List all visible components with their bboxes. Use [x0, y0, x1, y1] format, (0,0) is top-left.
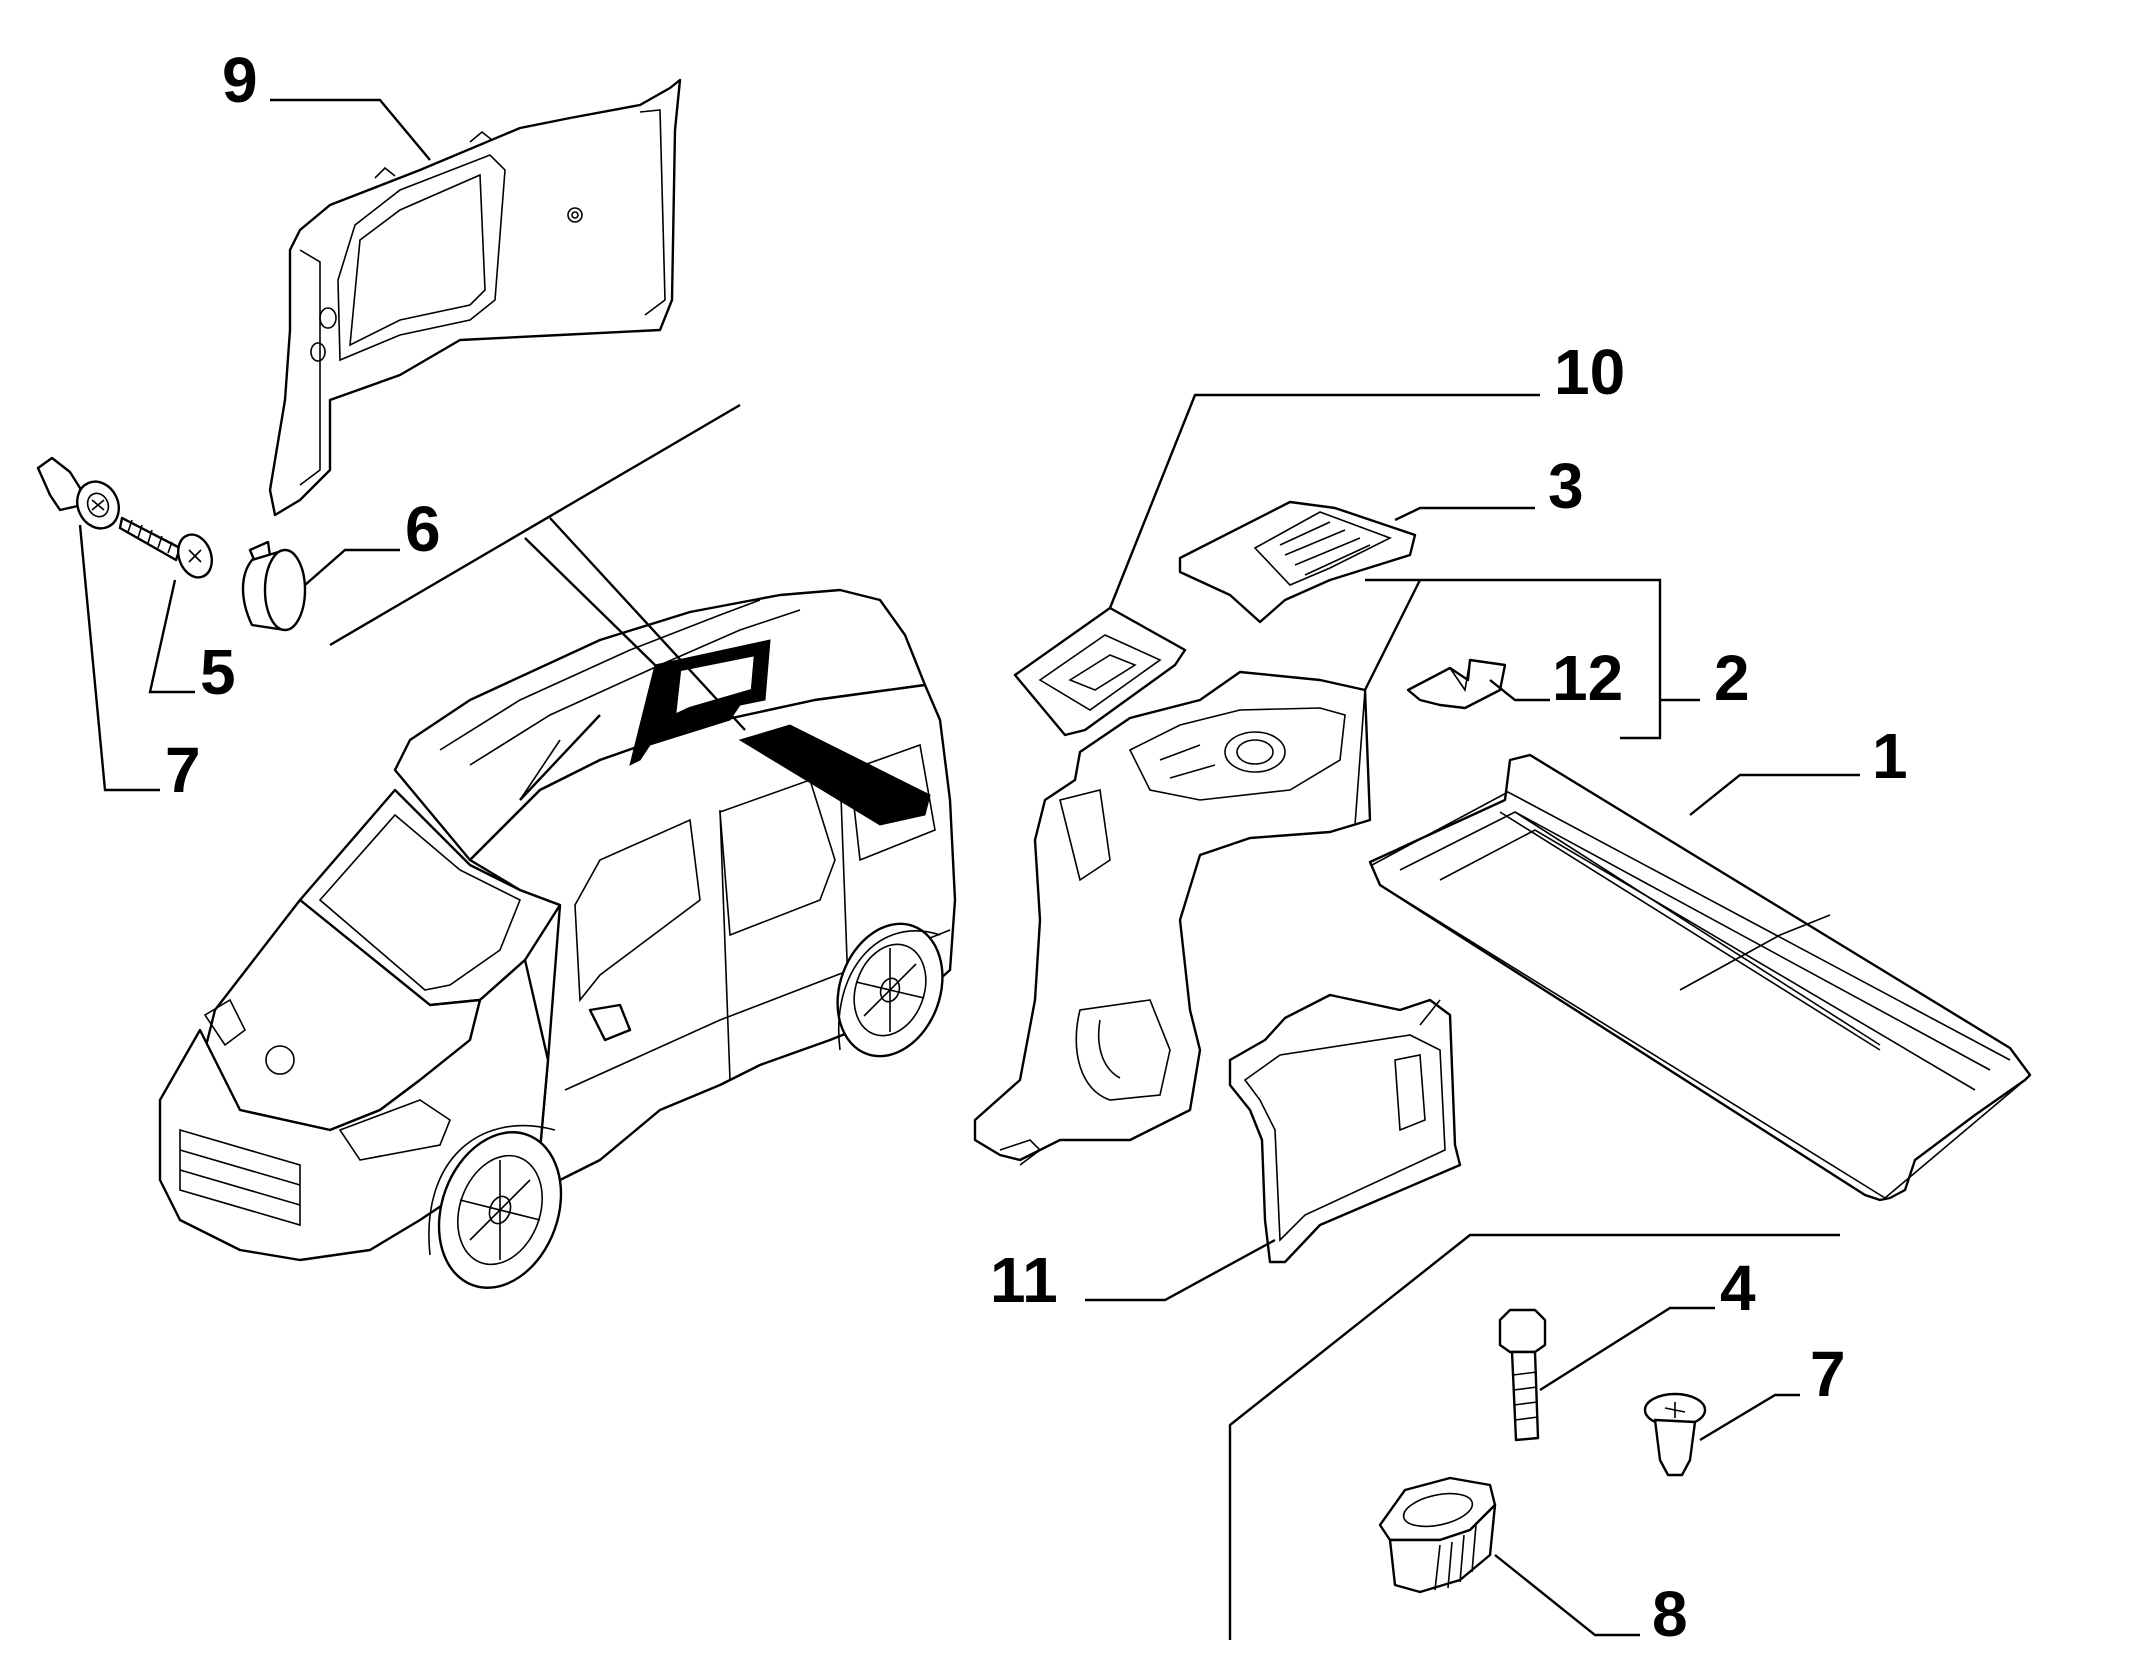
- leader-12: [1489, 679, 1550, 702]
- callout-4: 4: [1720, 1252, 1756, 1324]
- ref-line-mid-a: [524, 537, 656, 666]
- callout-11: 11: [990, 1244, 1058, 1316]
- callout-10: 10: [1554, 336, 1626, 408]
- part-2-side-trim: [973, 670, 1372, 1166]
- part-7-push-clip-left: [36, 456, 120, 530]
- ref-line-hardware: [1228, 1233, 1840, 1640]
- ref-line-roof: [519, 714, 601, 801]
- callout-2: 2: [1714, 642, 1750, 714]
- vehicle-illustration: [158, 588, 957, 1289]
- callout-9: 9: [222, 44, 258, 116]
- part-5-screw: [118, 516, 214, 579]
- part-4-bolt: [1498, 1308, 1547, 1442]
- leader-4: [1539, 1306, 1715, 1392]
- leader-2-diag: [1363, 579, 1422, 691]
- callout-3: 3: [1548, 450, 1584, 522]
- callout-7-left: 7: [165, 734, 201, 806]
- leader-6: [304, 548, 400, 586]
- part-9-upper-quarter-trim: [268, 78, 682, 517]
- callout-8: 8: [1652, 1578, 1688, 1650]
- part-6-cap: [241, 540, 307, 632]
- leader-2-bracket: [1365, 578, 1662, 740]
- leader-3: [1394, 506, 1535, 522]
- callout-1: 1: [1872, 720, 1908, 792]
- callout-5: 5: [200, 636, 236, 708]
- callout-7-right: 7: [1810, 1338, 1846, 1410]
- leader-10: [1108, 393, 1540, 609]
- part-1-floor-panel: [1368, 753, 2032, 1202]
- leader-7-right: [1699, 1393, 1800, 1442]
- leader-9: [270, 98, 431, 161]
- callout-12: 12: [1552, 642, 1624, 714]
- leader-1: [1689, 773, 1860, 816]
- leader-5: [148, 579, 195, 694]
- part-7-push-clip-right: [1643, 1392, 1707, 1477]
- ref-line-upper: [329, 403, 741, 647]
- ref-line-mid-b: [549, 517, 746, 731]
- part-3-lid-panel: [1178, 500, 1417, 624]
- leader-lines: [78, 98, 1860, 1640]
- part-8-bushing: [1378, 1476, 1497, 1594]
- part-11-lower-trim: [1228, 993, 1462, 1264]
- leader-11: [1085, 1238, 1276, 1302]
- leader-8: [1494, 1554, 1640, 1637]
- part-12-bracket: [1406, 658, 1507, 710]
- callout-6: 6: [405, 493, 441, 565]
- leader-7-left: [78, 524, 160, 792]
